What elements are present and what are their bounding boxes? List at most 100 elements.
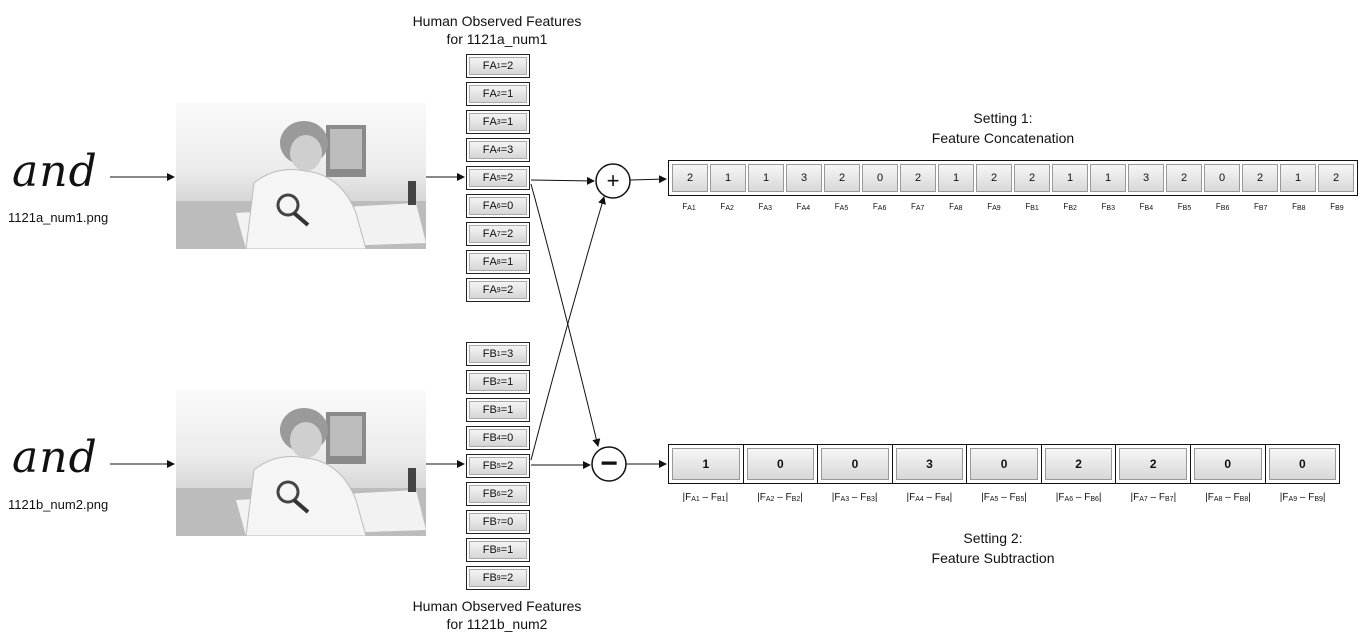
- concat-value-cell: 1: [710, 164, 746, 192]
- feature-value: 2: [507, 228, 514, 240]
- abs-bar: |F: [1205, 492, 1214, 503]
- sub-value-cell: 0: [967, 445, 1042, 483]
- concat-label: FA9: [987, 202, 1001, 212]
- concat-label-sub: B2: [1068, 205, 1077, 212]
- abs-bar: |F: [981, 492, 990, 503]
- sub-label-b-letter: B: [1015, 496, 1021, 503]
- sub-label-b: B2: [792, 496, 801, 503]
- sub-value: 2: [1119, 448, 1187, 480]
- sub-label-a-letter: A: [765, 496, 771, 503]
- concat-value-cell: 1: [1052, 164, 1088, 192]
- abs-bar: |: [949, 492, 953, 503]
- sub-label-a-letter: A: [915, 496, 920, 503]
- sub-label-b-letter: B: [717, 496, 722, 503]
- sub-label-b-letter: B: [1314, 496, 1319, 503]
- feature-index: 7: [496, 230, 501, 238]
- concat-label-sub: A1: [687, 205, 696, 212]
- concat-label-sub: B7: [1259, 205, 1268, 212]
- concat-label: FB2: [1063, 202, 1077, 212]
- concat-label-sub: B9: [1335, 205, 1344, 212]
- concat-label-letter: A: [992, 205, 997, 212]
- feature-equals: =: [500, 200, 508, 212]
- concat-label-index: 9: [996, 205, 1001, 212]
- sub-label-a: A8: [1214, 496, 1223, 503]
- sub-value-cell: 2: [1116, 445, 1191, 483]
- concat-label-sub: A5: [840, 205, 849, 212]
- feature-index: 6: [496, 490, 501, 498]
- concat-label-letter: B: [1030, 205, 1035, 212]
- concat-label: FB9: [1330, 202, 1344, 212]
- feature-letter: A: [489, 144, 497, 156]
- sub-label-b: B9: [1314, 496, 1323, 503]
- concat-value-cell: 2: [824, 164, 860, 192]
- feature-index: 8: [496, 258, 501, 266]
- sub-value-cell: 0: [1266, 445, 1340, 483]
- feature-letter: A: [489, 200, 497, 212]
- plus-symbol: +: [606, 168, 620, 193]
- abs-bar: |F: [1130, 492, 1140, 503]
- concat-label-sub: A8: [954, 205, 963, 212]
- feature-value: 1: [507, 544, 514, 556]
- feature-value: 2: [507, 572, 514, 584]
- feature-value: 1: [507, 88, 514, 100]
- arrow-plus-to-concat: [629, 175, 667, 184]
- feature-equals: =: [500, 256, 508, 268]
- sub-label-b: B8: [1240, 496, 1249, 503]
- sub-label-b-index: 3: [871, 496, 875, 503]
- sub-label: |FA9 – FB9|: [1266, 492, 1340, 503]
- feature-index: 6: [496, 202, 501, 210]
- sub-label-a-letter: A: [1213, 496, 1219, 503]
- abs-bar: |: [1248, 492, 1251, 503]
- feature-index: 8: [496, 546, 501, 554]
- concat-value-cell: 2: [1014, 164, 1050, 192]
- feature-index: 1: [496, 62, 501, 70]
- minus-sign: – F: [1222, 492, 1240, 503]
- sub-label-a: A7: [1139, 496, 1148, 503]
- sub-label-b-letter: B: [791, 496, 797, 503]
- feature-index: 2: [496, 378, 501, 386]
- sub-label-b-index: 7: [1169, 496, 1174, 503]
- concat-label-index: 6: [1225, 205, 1230, 212]
- feature-letter: B: [489, 572, 497, 584]
- sub-label-a: A4: [915, 496, 924, 503]
- sub-label: |FA8 – FB8|: [1191, 492, 1265, 503]
- sub-value: 0: [746, 448, 815, 480]
- abs-bar: |F: [1055, 492, 1065, 503]
- concat-label-letter: B: [1258, 205, 1264, 212]
- sub-label-b: B7: [1165, 496, 1174, 503]
- feature-value: 1: [507, 376, 514, 388]
- sub-label-b-index: 2: [796, 496, 801, 503]
- sub-label-a: A5: [990, 496, 999, 503]
- sub-label-a-letter: A: [1139, 496, 1144, 503]
- sample-a-filename: 1121a_num1.png: [8, 210, 109, 225]
- concat-label-letter: A: [953, 205, 959, 212]
- feature-value: 1: [507, 116, 514, 128]
- concat-label-sub: A9: [992, 205, 1001, 212]
- concat-label-letter: B: [1296, 205, 1302, 212]
- sub-value-cell: 0: [1191, 445, 1266, 483]
- setting2-line1: Setting 2:: [963, 530, 1023, 546]
- concat-label: FB8: [1292, 202, 1306, 212]
- concat-label: FB4: [1139, 202, 1154, 212]
- minus-sign: – F: [923, 492, 941, 503]
- handwriting-sample-a: and: [12, 146, 98, 197]
- concat-label-sub: A2: [725, 205, 734, 212]
- setting2-caption: Setting 2: Feature Subtraction: [863, 528, 1123, 568]
- sub-value: 1: [672, 448, 740, 480]
- concat-label-index: 7: [1263, 205, 1268, 212]
